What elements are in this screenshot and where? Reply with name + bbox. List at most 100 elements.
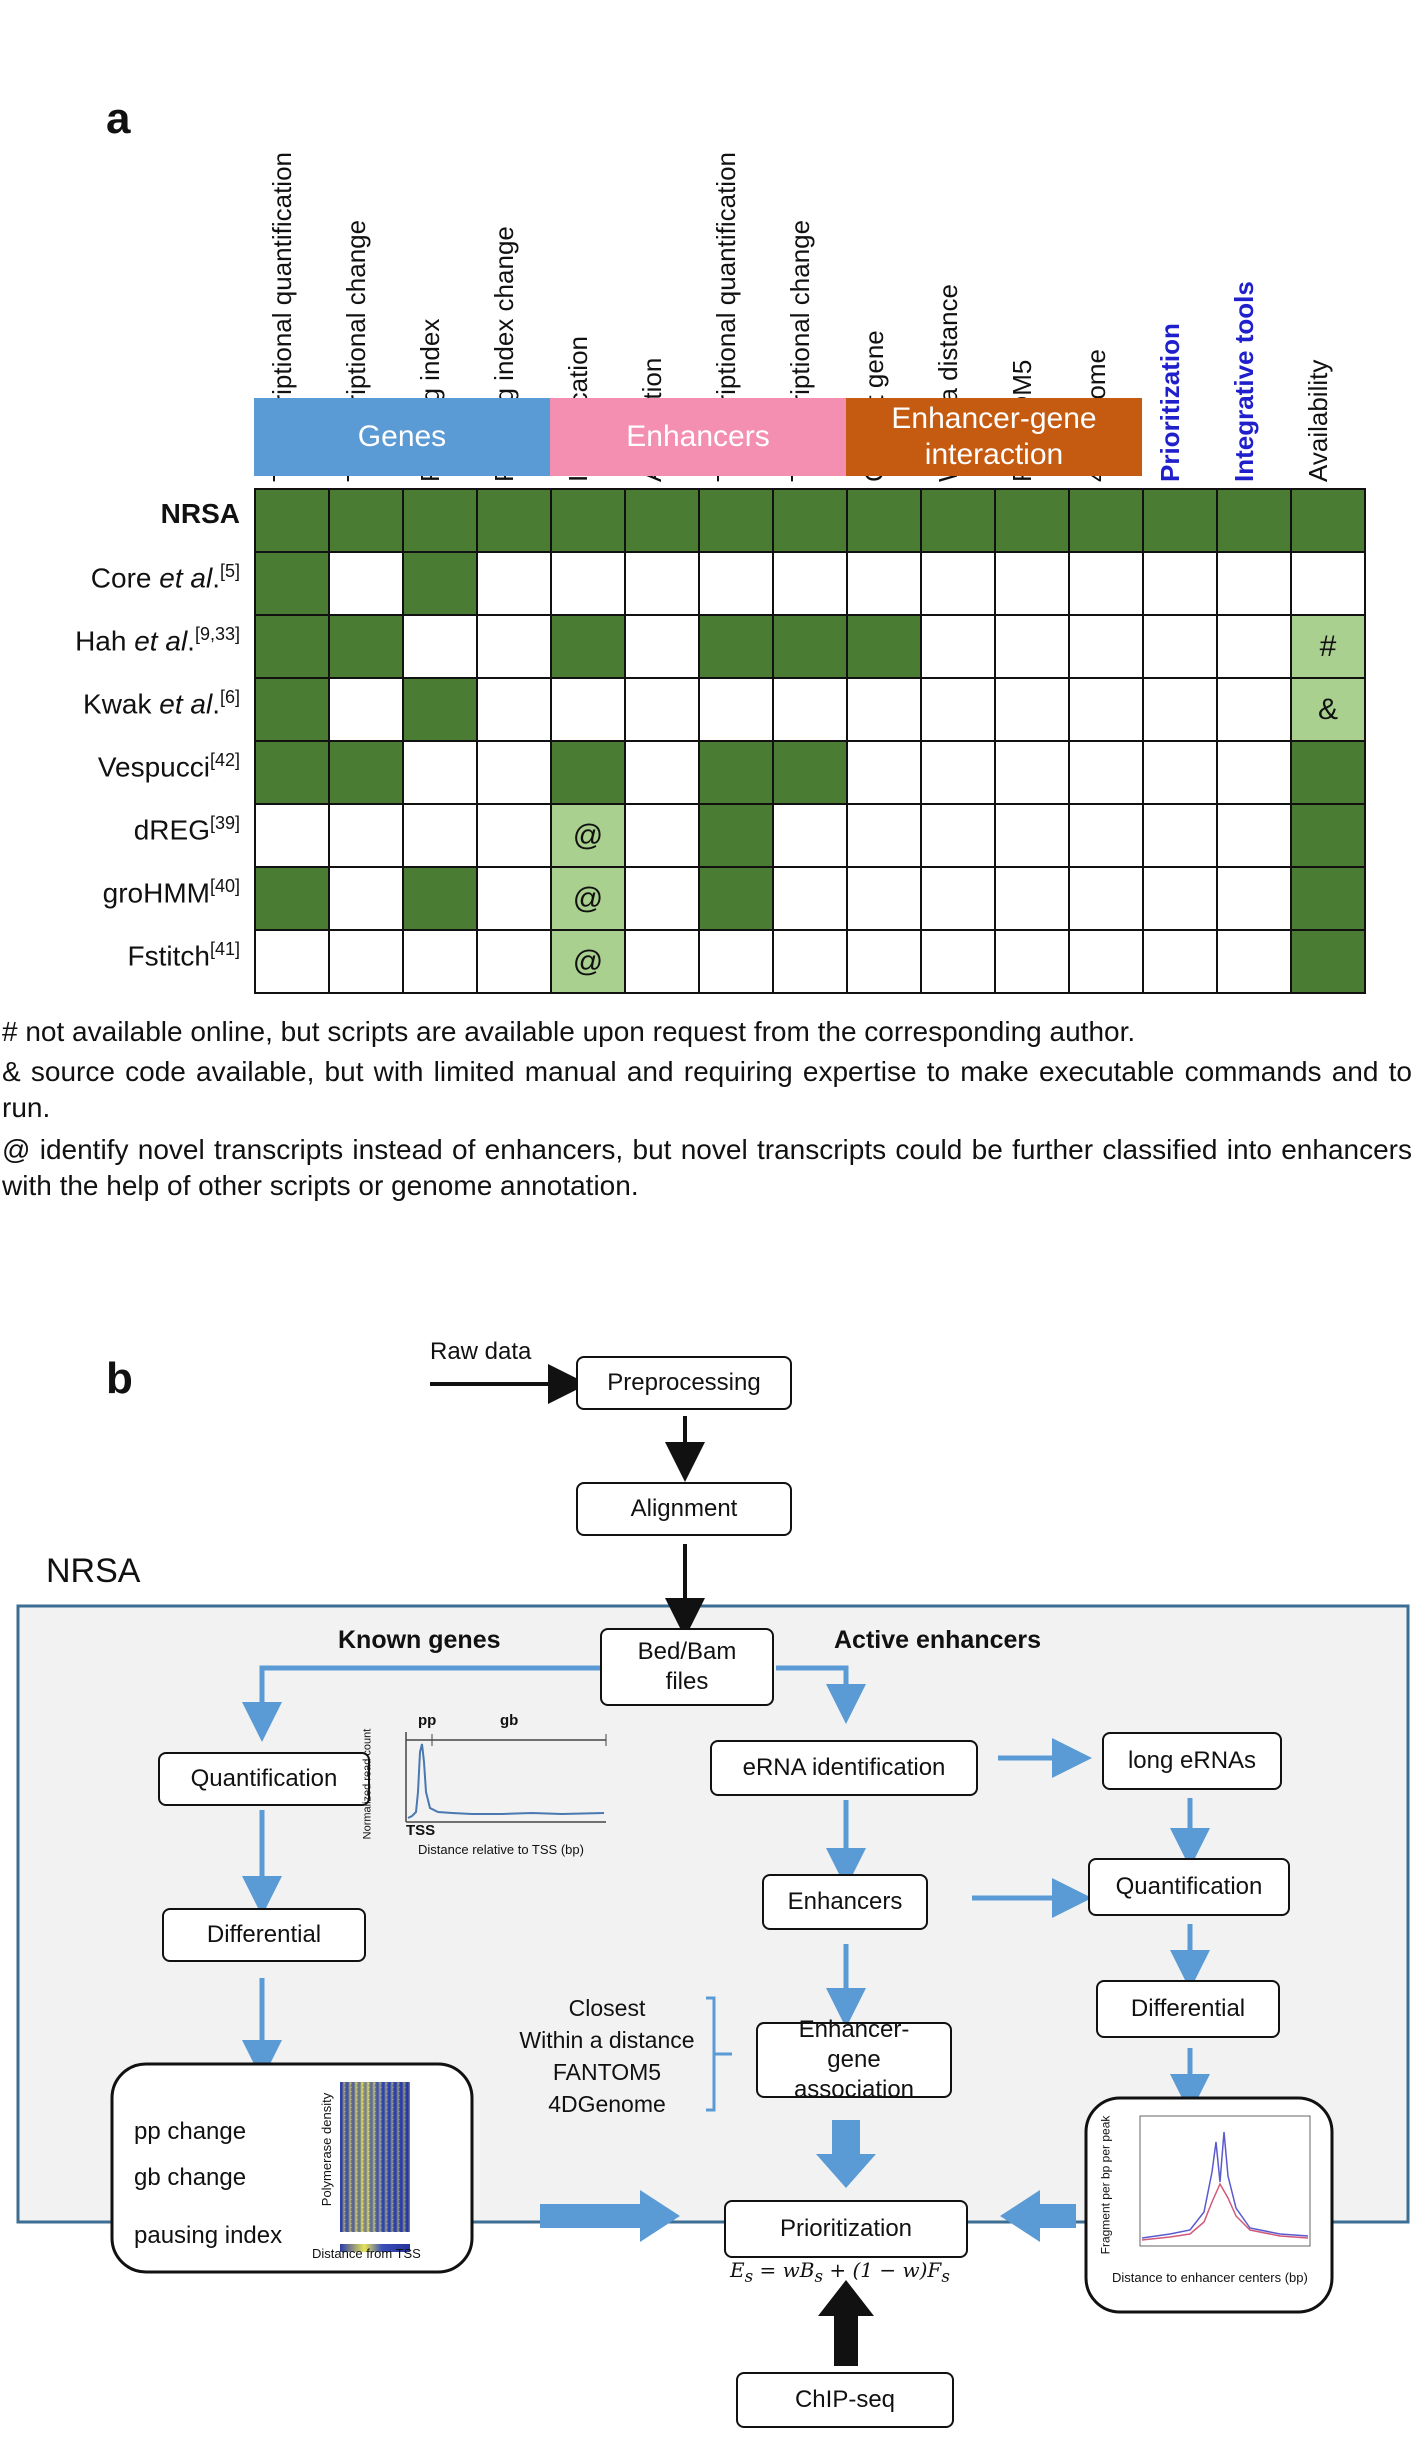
- table-cell: [328, 803, 404, 868]
- table-cell: [994, 929, 1070, 994]
- table-cell: [624, 614, 700, 679]
- table-cell: [772, 866, 848, 931]
- row-name: Core: [90, 562, 160, 594]
- table-cell: [402, 614, 478, 679]
- group-band: Enhancers: [550, 398, 846, 476]
- table-cell: [476, 929, 552, 994]
- table-cell: [846, 929, 922, 994]
- table-cell: [920, 803, 996, 868]
- erna-identification-box: eRNA identification: [710, 1740, 978, 1796]
- long-ernas-box: long eRNAs: [1102, 1732, 1282, 1790]
- table-cell: [846, 866, 922, 931]
- row-label: NRSA: [161, 498, 240, 530]
- row-name-italic: et al: [134, 625, 188, 657]
- note-hash: # not available online, but scripts are …: [2, 1016, 1136, 1047]
- table-row: @: [254, 866, 1366, 931]
- row-name: Vespucci: [97, 751, 210, 783]
- table-cell: [1068, 614, 1144, 679]
- prioritization-formula: Es = wBs + (1 − w)Fs: [730, 2258, 950, 2286]
- table-cell: [1216, 551, 1292, 616]
- row-name: NRSA: [160, 498, 240, 529]
- table-cell: [254, 614, 330, 679]
- row-reference: [5]: [219, 561, 240, 581]
- table-cell: [1142, 929, 1218, 994]
- profile-ylabel: Normalized read count: [361, 1728, 374, 1840]
- enh-plot-ylabel: Fragment per bp per peak: [1098, 2115, 1113, 2255]
- table-cell: [772, 488, 848, 553]
- thick-arrow-enh-prior: [1000, 2190, 1076, 2242]
- comparison-table: #&@@@: [254, 488, 1366, 994]
- quantification-right-box: Quantification: [1088, 1858, 1290, 1916]
- row-reference: [42]: [209, 750, 240, 770]
- gb-change-label: gb change: [134, 2164, 247, 2191]
- row-label: groHMM[40]: [103, 876, 240, 909]
- row-name: groHMM: [102, 877, 210, 909]
- table-cell: [1216, 803, 1292, 868]
- table-cell: [1068, 488, 1144, 553]
- table-cell: [624, 803, 700, 868]
- table-cell: [698, 488, 774, 553]
- table-cell: [1142, 677, 1218, 742]
- table-cell: [254, 803, 330, 868]
- row-label: Kwak et al.[6]: [83, 687, 240, 720]
- thick-arrow-chipseq: [818, 2280, 874, 2366]
- table-cell: [402, 866, 478, 931]
- table-cell: [920, 740, 996, 805]
- table-cell: [550, 551, 626, 616]
- method-within-distance: Within a distance: [519, 2027, 695, 2053]
- table-cell: [328, 551, 404, 616]
- table-row: @: [254, 929, 1366, 994]
- table-cell: [254, 929, 330, 994]
- table-cell: [772, 740, 848, 805]
- note-at: @ identify novel transcripts instead of …: [2, 1134, 1412, 1202]
- heatmap-xlabel: Distance from TSS: [312, 2246, 421, 2261]
- table-cell: [846, 740, 922, 805]
- quantification-box: Quantification: [158, 1752, 370, 1806]
- table-cell: [1216, 488, 1292, 553]
- table-cell: [402, 488, 478, 553]
- table-cell: [402, 551, 478, 616]
- table-cell: [994, 803, 1070, 868]
- table-cell: [698, 614, 774, 679]
- table-cell: [920, 677, 996, 742]
- table-cell: [254, 866, 330, 931]
- group-band: Enhancer-gene interaction: [846, 398, 1142, 476]
- method-fantom5: FANTOM5: [552, 2059, 662, 2085]
- table-row: @: [254, 803, 1366, 868]
- table-cell: [254, 677, 330, 742]
- thick-arrow-genes-prior: [540, 2190, 680, 2242]
- table-cell: [624, 488, 700, 553]
- table-cell: [1290, 740, 1366, 805]
- table-cell: [994, 614, 1070, 679]
- table-cell: [1142, 614, 1218, 679]
- table-cell: [772, 551, 848, 616]
- table-cell: [1290, 551, 1366, 616]
- table-cell: [920, 866, 996, 931]
- table-cell: [328, 866, 404, 931]
- thick-arrow-assoc-prior: [816, 2120, 876, 2188]
- table-cell: [1068, 803, 1144, 868]
- table-cell: [476, 803, 552, 868]
- table-cell: [328, 488, 404, 553]
- table-cell: [846, 614, 922, 679]
- table-cell: [328, 677, 404, 742]
- table-cell: [476, 614, 552, 679]
- table-cell: [1290, 929, 1366, 994]
- table-row: [254, 740, 1366, 805]
- table-cell: @: [550, 803, 626, 868]
- alignment-box: Alignment: [576, 1482, 792, 1536]
- row-label: Core et al.[5]: [91, 561, 240, 594]
- table-cell: [846, 551, 922, 616]
- table-cell: [846, 488, 922, 553]
- row-name: dREG: [133, 814, 210, 846]
- table-cell: [1216, 677, 1292, 742]
- tss-profile-plot: [405, 1732, 607, 1823]
- panel-a-letter: a: [106, 94, 131, 143]
- row-reference: [39]: [209, 813, 240, 833]
- pp-change-label: pp change: [134, 2118, 247, 2145]
- table-cell: &: [1290, 677, 1366, 742]
- row-label: Vespucci[42]: [98, 750, 240, 783]
- table-cell: [550, 677, 626, 742]
- row-name: Fstitch: [127, 940, 210, 972]
- table-cell: [624, 677, 700, 742]
